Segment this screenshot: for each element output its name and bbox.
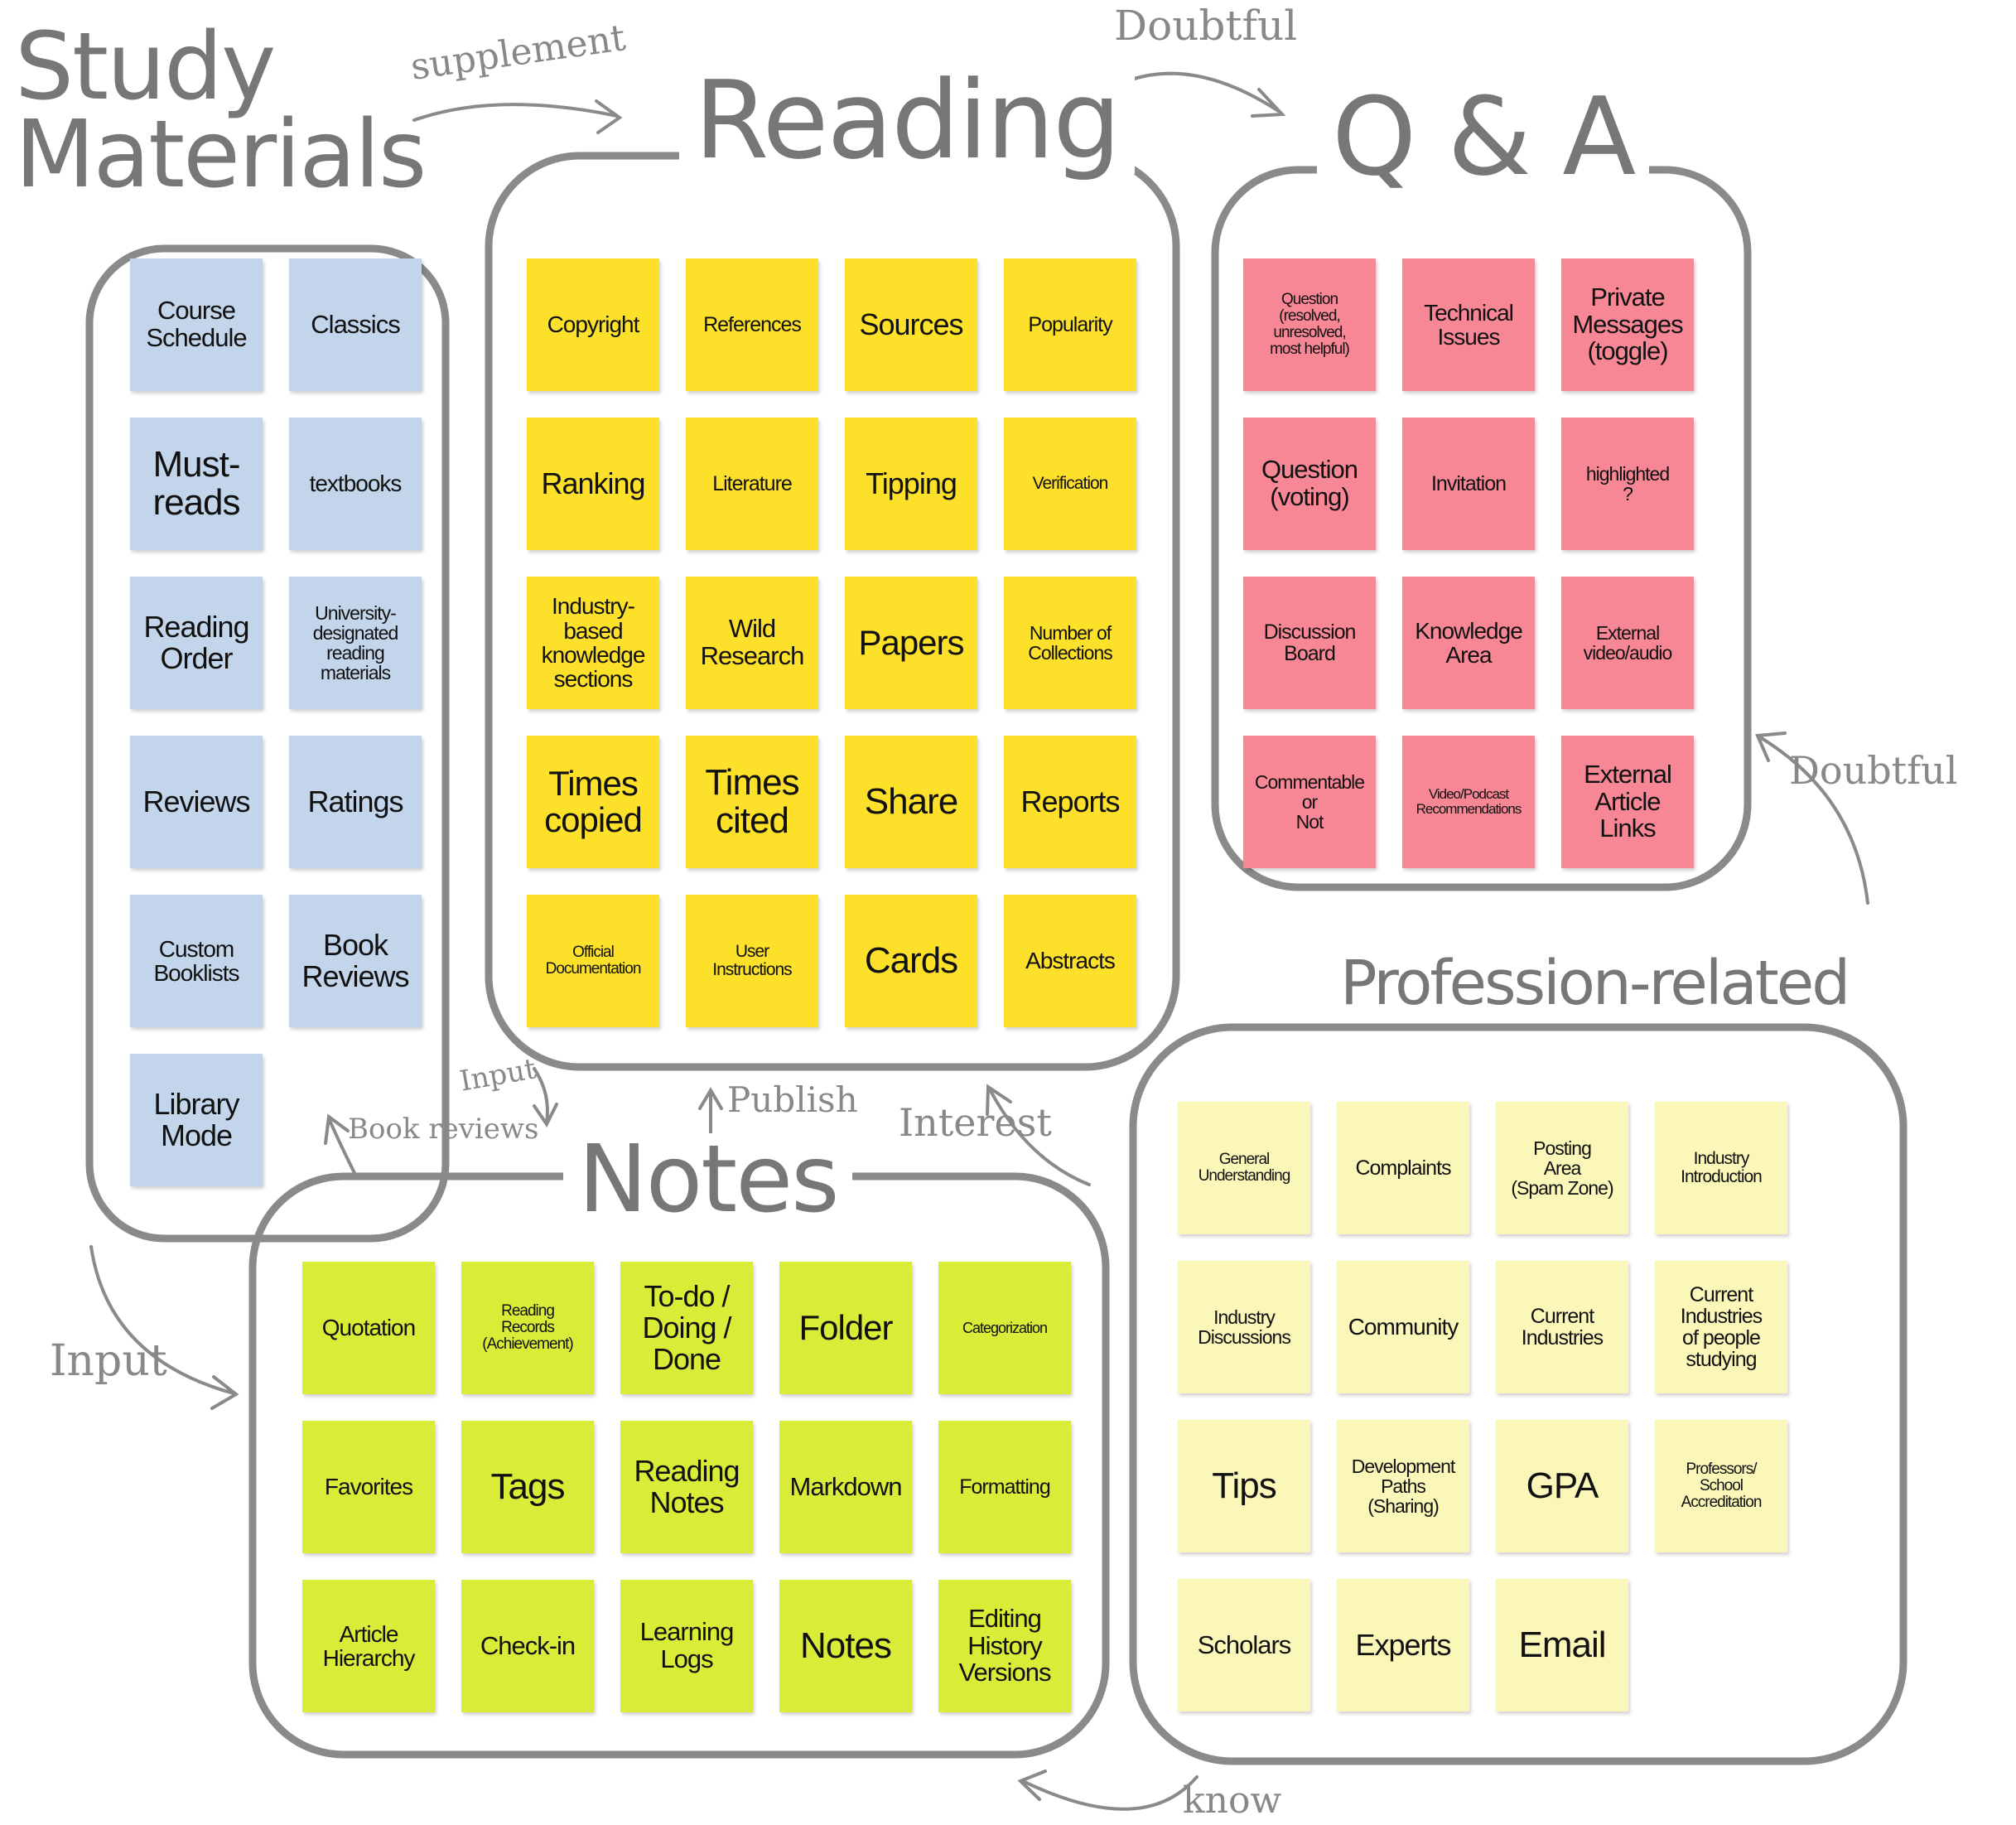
sticky-note[interactable]: highlighted ?	[1561, 418, 1694, 550]
profession-outline	[1129, 1023, 1907, 1765]
sticky-note[interactable]: Current Industries	[1496, 1261, 1628, 1393]
sticky-note[interactable]: Community	[1337, 1261, 1469, 1393]
sticky-note[interactable]: Question (voting)	[1243, 418, 1376, 550]
sticky-note[interactable]: Email	[1496, 1579, 1628, 1712]
sticky-note[interactable]: Course Schedule	[130, 258, 263, 391]
sticky-note[interactable]: GPA	[1496, 1420, 1628, 1552]
sticky-note[interactable]: Wild Research	[686, 577, 818, 709]
annotation-know: know	[1183, 1779, 1282, 1822]
sticky-note[interactable]: Literature	[686, 418, 818, 550]
sticky-note[interactable]: Article Hierarchy	[302, 1580, 435, 1712]
profession-title: Profession-related	[1325, 953, 1864, 1014]
sticky-note[interactable]: Tags	[461, 1421, 594, 1553]
sticky-note[interactable]: External Article Links	[1561, 736, 1694, 868]
sticky-note[interactable]: Number of Collections	[1004, 577, 1136, 709]
doubtful-right-arrow	[1755, 731, 1869, 905]
sticky-note[interactable]: Video/Podcast Recommendations	[1402, 736, 1535, 868]
sticky-note[interactable]: Reviews	[130, 736, 263, 868]
sticky-note[interactable]: Book Reviews	[289, 895, 422, 1027]
sticky-note[interactable]: General Understanding	[1178, 1102, 1310, 1234]
sticky-note[interactable]: Posting Area (Spam Zone)	[1496, 1102, 1628, 1234]
sticky-note[interactable]: Reading Records (Achievement)	[461, 1262, 594, 1394]
input-left-arrow	[89, 1245, 239, 1410]
sticky-note[interactable]: Library Mode	[130, 1054, 263, 1186]
know-arrow	[1017, 1769, 1199, 1811]
sticky-note[interactable]: To-do / Doing / Done	[620, 1262, 753, 1394]
sticky-note[interactable]: Industry- based knowledge sections	[527, 577, 659, 709]
sticky-note[interactable]: User Instructions	[686, 895, 818, 1027]
sticky-note[interactable]: Professors/ School Accreditation	[1655, 1420, 1787, 1552]
sticky-note[interactable]: Folder	[779, 1262, 912, 1394]
sticky-note[interactable]: Favorites	[302, 1421, 435, 1553]
sticky-note[interactable]: Question (resolved, unresolved, most hel…	[1243, 258, 1376, 391]
sticky-note[interactable]: Learning Logs	[620, 1580, 753, 1712]
sticky-note[interactable]: Discussion Board	[1243, 577, 1376, 709]
sticky-note[interactable]: Reading Order	[130, 577, 263, 709]
sticky-note[interactable]: Industry Discussions	[1178, 1261, 1310, 1393]
reading-title: Reading	[679, 66, 1135, 174]
sticky-note[interactable]: Papers	[845, 577, 977, 709]
qa-title: Q & A	[1317, 83, 1650, 191]
annotation-publish: Publish	[727, 1079, 858, 1120]
sticky-note[interactable]: textbooks	[289, 418, 422, 550]
sticky-note[interactable]: Check-in	[461, 1580, 594, 1712]
sticky-note[interactable]: Markdown	[779, 1421, 912, 1553]
sticky-note[interactable]: Categorization	[938, 1262, 1071, 1394]
sticky-note[interactable]: Ranking	[527, 418, 659, 550]
notes-title: Notes	[563, 1133, 853, 1226]
annotation-doubtful-right: Doubtful	[1789, 748, 1958, 793]
book-reviews-arrow	[324, 1113, 358, 1178]
qa-notes: Question (resolved, unresolved, most hel…	[1243, 258, 1694, 868]
sticky-note[interactable]: Must- reads	[130, 418, 263, 550]
sticky-note[interactable]: Quotation	[302, 1262, 435, 1394]
sticky-note[interactable]: Industry Introduction	[1655, 1102, 1787, 1234]
sticky-note[interactable]: Editing History Versions	[938, 1580, 1071, 1712]
sticky-note[interactable]: Reports	[1004, 736, 1136, 868]
sticky-note[interactable]: Tipping	[845, 418, 977, 550]
sticky-note[interactable]: Classics	[289, 258, 422, 391]
sticky-note[interactable]: Ratings	[289, 736, 422, 868]
sticky-note[interactable]: Formatting	[938, 1421, 1071, 1553]
sticky-note[interactable]: Notes	[779, 1580, 912, 1712]
sticky-note[interactable]: Share	[845, 736, 977, 868]
sticky-note[interactable]: Official Documentation	[527, 895, 659, 1027]
sticky-note[interactable]: Private Messages (toggle)	[1561, 258, 1694, 391]
annotation-doubtful-top: Doubtful	[1114, 2, 1298, 50]
sticky-note[interactable]: Experts	[1337, 1579, 1469, 1712]
sticky-note[interactable]: Times copied	[527, 736, 659, 868]
sticky-note[interactable]: University- designated reading materials	[289, 577, 422, 709]
study-materials-outline	[85, 244, 450, 1243]
sticky-note[interactable]: Commentable or Not	[1243, 736, 1376, 868]
sticky-note[interactable]: Copyright	[527, 258, 659, 391]
sticky-note[interactable]: External video/audio	[1561, 577, 1694, 709]
sticky-note[interactable]: Sources	[845, 258, 977, 391]
sticky-note[interactable]: References	[686, 258, 818, 391]
interest-arrow	[986, 1084, 1091, 1186]
sticky-note[interactable]: Cards	[845, 895, 977, 1027]
annotation-interest: Interest	[899, 1100, 1052, 1145]
annotation-input-left: Input	[50, 1336, 167, 1386]
study-materials-title: Study Materials	[15, 13, 427, 210]
sticky-note[interactable]: Custom Booklists	[130, 895, 263, 1027]
sticky-note[interactable]: Verification	[1004, 418, 1136, 550]
supplement-arrow	[412, 99, 623, 134]
input-small-arrow	[533, 1067, 558, 1127]
sticky-note[interactable]: Knowledge Area	[1402, 577, 1535, 709]
sticky-note[interactable]: Complaints	[1337, 1102, 1469, 1234]
sticky-note[interactable]: Tips	[1178, 1420, 1310, 1552]
sticky-note[interactable]: Development Paths (Sharing)	[1337, 1420, 1469, 1552]
sticky-note[interactable]: Invitation	[1402, 418, 1535, 550]
sticky-note[interactable]: Scholars	[1178, 1579, 1310, 1712]
sticky-note[interactable]: Abstracts	[1004, 895, 1136, 1027]
sticky-note[interactable]: Reading Notes	[620, 1421, 753, 1553]
sticky-note[interactable]: Current Industries of people studying	[1655, 1261, 1787, 1393]
annotation-book-reviews: Book reviews	[348, 1113, 539, 1146]
sticky-note[interactable]: Times cited	[686, 736, 818, 868]
sticky-note[interactable]: Technical Issues	[1402, 258, 1535, 391]
sticky-note[interactable]: Popularity	[1004, 258, 1136, 391]
